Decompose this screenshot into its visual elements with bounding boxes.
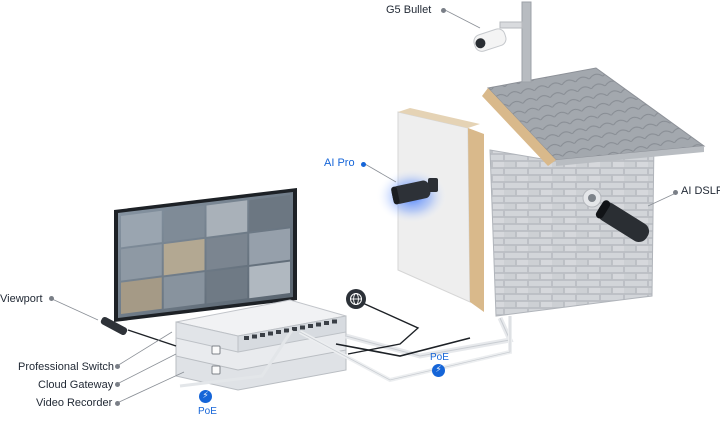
house <box>397 1 706 317</box>
poe-left-label: PoE <box>198 406 217 417</box>
poe-right-label: PoE <box>430 352 449 363</box>
ai-dslr-camera <box>582 188 650 243</box>
ai-pro-camera <box>376 168 448 224</box>
viewport-monitor <box>100 188 297 336</box>
video-tiles <box>121 195 290 314</box>
switch-port <box>292 327 297 331</box>
video-recorder-dot <box>115 401 120 406</box>
video-tile <box>163 272 205 309</box>
cloud-gateway-label: Cloud Gateway <box>38 379 114 391</box>
switch-port <box>324 321 329 325</box>
mount-pole <box>521 1 532 83</box>
cables <box>127 299 514 388</box>
leader-lines <box>51 9 677 404</box>
video-tile <box>121 277 162 314</box>
switch-port <box>252 334 257 339</box>
switch-port <box>276 330 281 334</box>
video-tile <box>206 233 248 271</box>
ai-pro-dot <box>361 162 366 167</box>
switch-port <box>300 325 305 330</box>
rack-devices <box>175 299 347 391</box>
switch-port <box>284 328 289 333</box>
cloud-gateway-dot <box>115 382 120 387</box>
video-tile <box>121 210 162 248</box>
video-recorder-label: Video Recorder <box>36 397 113 409</box>
ai-dslr-dot <box>673 190 678 195</box>
switch-port <box>260 333 265 337</box>
video-tile <box>206 200 248 237</box>
video-tile <box>206 266 248 304</box>
video-tile <box>249 195 290 232</box>
ai-pro-label: AI Pro <box>324 157 355 169</box>
video-tile <box>249 228 290 265</box>
switch-port <box>268 331 273 336</box>
house-roof <box>487 67 706 161</box>
viewport-label: Viewport <box>0 293 43 305</box>
g5-bullet-dot <box>441 8 446 13</box>
video-tile <box>121 244 162 281</box>
house-brick-wall <box>489 139 655 317</box>
video-tile <box>249 261 290 299</box>
g5-bullet-camera <box>473 21 523 52</box>
video-tile <box>163 238 205 276</box>
poe-left-lightning-icon: ⚡ <box>199 390 212 403</box>
professional-switch-dot <box>115 364 120 369</box>
professional-switch-label: Professional Switch <box>18 361 114 373</box>
video-tile <box>163 205 205 243</box>
poe-right-lightning-icon: ⚡ <box>432 364 445 377</box>
switch-port <box>332 319 337 324</box>
switch-port <box>244 336 249 340</box>
ai-dslr-label: AI DSLR <box>681 185 720 197</box>
switch-port <box>316 322 321 327</box>
g5-bullet-label: G5 Bullet <box>386 4 432 16</box>
viewport-dot <box>49 296 54 301</box>
switch-port <box>308 324 313 328</box>
globe-icon <box>346 289 366 309</box>
wall-wood-frame <box>468 128 484 312</box>
